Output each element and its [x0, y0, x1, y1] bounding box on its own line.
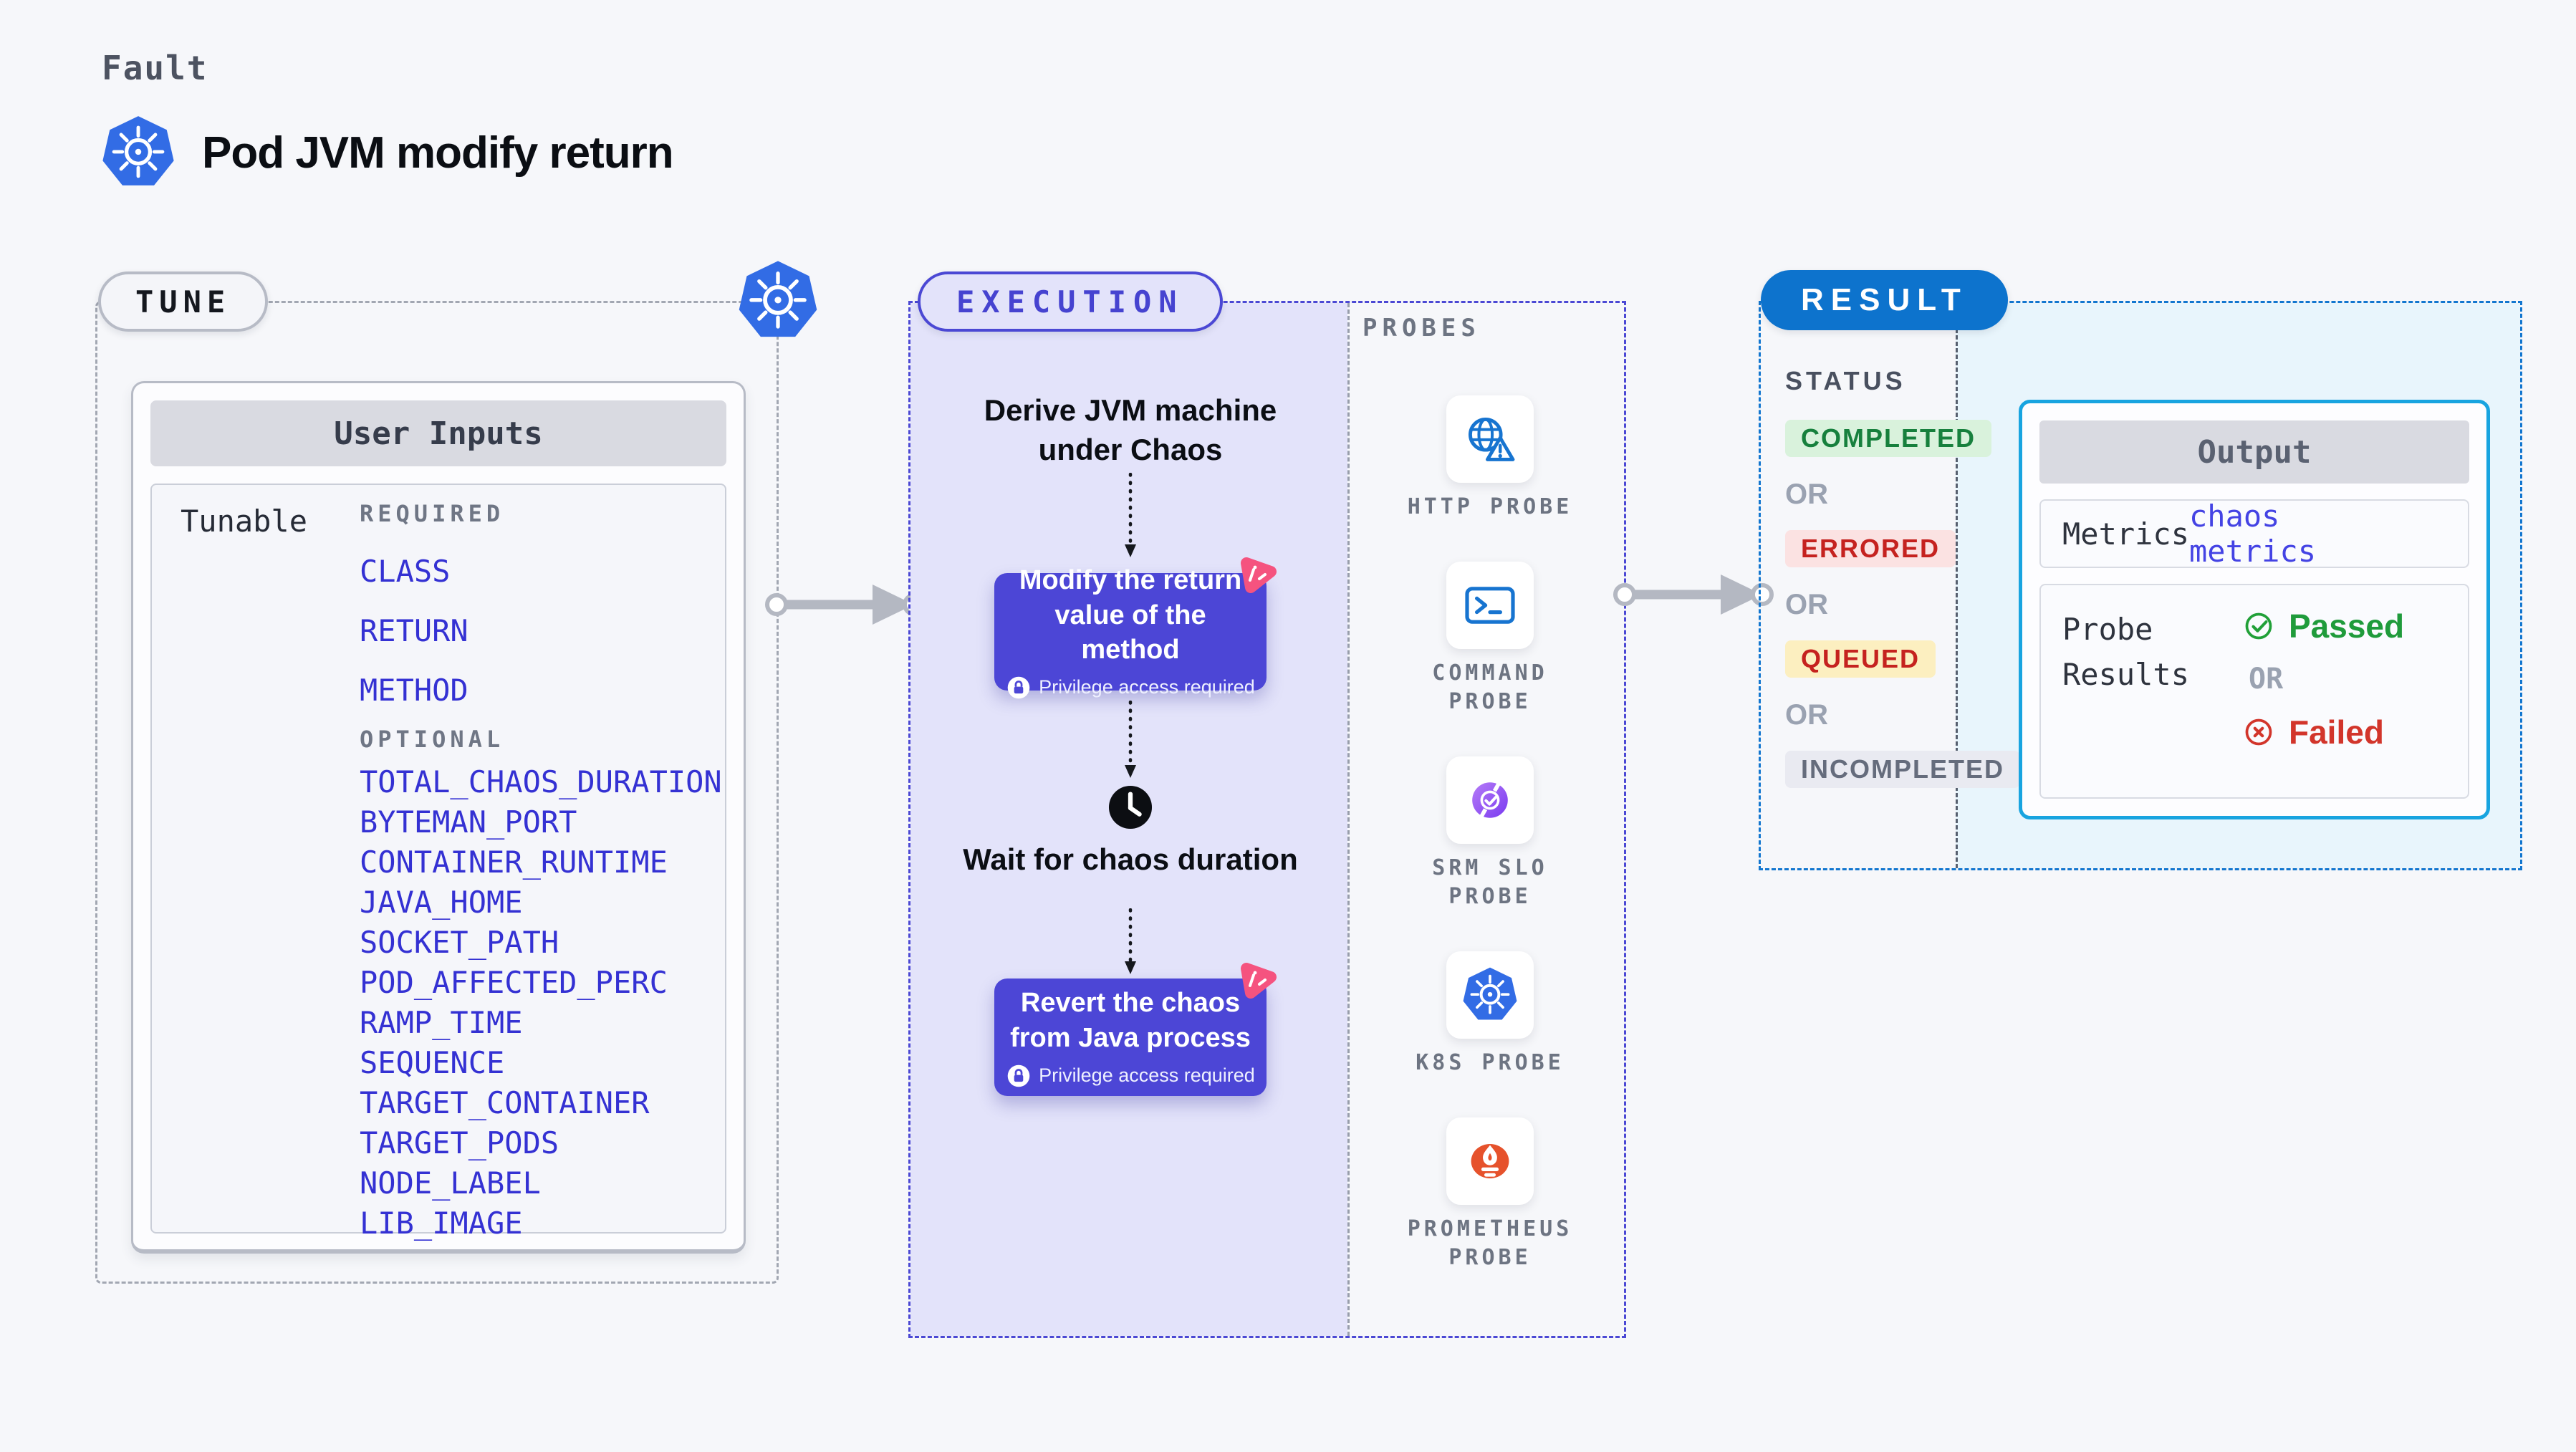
tunable-params-column: REQUIRED CLASS RETURN METHOD OPTIONAL TO…	[360, 485, 732, 1239]
kubernetes-icon	[1461, 966, 1519, 1024]
tunable-param[interactable]: METHOD	[360, 673, 468, 708]
or-label: OR	[2249, 663, 2284, 696]
tunable-param[interactable]: JAVA_HOME	[360, 885, 523, 920]
privilege-note: Privilege access required	[1039, 1064, 1255, 1087]
result-badge: RESULT	[1761, 270, 2008, 330]
optional-label: OPTIONAL	[360, 726, 505, 753]
or-label: OR	[1785, 479, 1828, 510]
probe-card	[1446, 395, 1534, 483]
probe-label: HTTP PROBE	[1407, 494, 1573, 519]
status-badge-queued: QUEUED	[1785, 640, 1936, 678]
x-circle-icon	[2241, 715, 2276, 749]
globe-warning-icon	[1461, 410, 1519, 468]
tunable-param[interactable]: BYTEMAN_PORT	[360, 804, 577, 840]
tunable-param[interactable]: CLASS	[360, 554, 451, 589]
passed-label: Passed	[2289, 607, 2405, 645]
tunable-param[interactable]: SOCKET_PATH	[360, 925, 559, 960]
output-card: Output Metrics chaos metrics Probe Resul…	[2019, 400, 2490, 819]
failed-label: Failed	[2289, 713, 2384, 751]
tunable-param[interactable]: TOTAL_CHAOS_DURATION	[360, 764, 722, 799]
lock-icon	[1006, 1063, 1032, 1089]
tunable-param[interactable]: NODE_LABEL	[360, 1165, 541, 1201]
tune-to-execution-arrow	[759, 579, 926, 630]
probe-card	[1446, 756, 1534, 844]
probe-card	[1446, 1117, 1534, 1205]
status-heading: STATUS	[1785, 366, 1906, 395]
privilege-note: Privilege access required	[1039, 676, 1255, 698]
litmus-chaos-icon	[1238, 960, 1278, 1000]
prometheus-flame-icon	[1461, 1133, 1519, 1190]
check-circle-icon	[2241, 609, 2276, 643]
probe-card	[1446, 951, 1534, 1039]
slo-donut-check-icon	[1461, 771, 1519, 829]
metrics-row: Metrics chaos metrics	[2039, 499, 2469, 569]
lock-icon	[1006, 675, 1032, 701]
status-badge-errored: ERRORED	[1785, 530, 1956, 567]
tune-badge: TUNE	[98, 271, 269, 332]
output-title: Output	[2039, 420, 2469, 484]
fault-category-label: Fault	[102, 49, 208, 87]
user-inputs-panel: Tunable REQUIRED CLASS RETURN METHOD OPT…	[150, 484, 726, 1239]
probe-label: COMMAND PROBE	[1432, 660, 1548, 714]
probe-label: K8S PROBE	[1416, 1050, 1565, 1075]
probe-label: PROMETHEUS PROBE	[1407, 1216, 1573, 1270]
flow-arrow-down	[1125, 473, 1136, 557]
tunable-param[interactable]: RETURN	[360, 613, 468, 648]
probe-results-label: Probe Results	[2062, 612, 2190, 692]
flow-arrow-down	[1125, 701, 1136, 778]
metrics-label: Metrics	[2062, 516, 2190, 552]
clock-icon	[1108, 785, 1153, 830]
page-header: Pod JVM modify return	[100, 115, 674, 191]
revert-chaos-step: Revert the chaos from Java process Privi…	[994, 979, 1267, 1096]
metrics-value-link[interactable]: chaos metrics	[2189, 499, 2317, 569]
modify-return-step: Modify the return value of the method Pr…	[994, 565, 1267, 691]
flow-arrow-down	[1125, 908, 1136, 974]
passed-outcome: Passed	[2241, 607, 2404, 645]
probe-item: COMMAND PROBE	[1393, 562, 1587, 716]
status-column: STATUS COMPLETED OR ERRORED OR QUEUED OR…	[1785, 366, 2021, 788]
tunable-param[interactable]: RAMP_TIME	[360, 1005, 523, 1040]
derive-step-label: Derive JVM machine under Chaos	[984, 393, 1277, 467]
kubernetes-icon	[100, 115, 176, 191]
page-title: Pod JVM modify return	[202, 128, 674, 178]
probe-item: PROMETHEUS PROBE	[1393, 1117, 1587, 1272]
tunable-param[interactable]: TARGET_CONTAINER	[360, 1085, 650, 1120]
tunable-param[interactable]: SEQUENCE	[360, 1045, 505, 1080]
terminal-icon	[1461, 577, 1519, 634]
probe-label: SRM SLO PROBE	[1432, 855, 1548, 909]
probe-item: HTTP PROBE	[1408, 395, 1573, 521]
tunable-label: Tunable	[181, 504, 308, 539]
probe-item: SRM SLO PROBE	[1393, 756, 1587, 911]
required-label: REQUIRED	[360, 500, 505, 527]
tunable-param[interactable]: LIB_IMAGE	[360, 1206, 523, 1241]
tunable-param[interactable]: POD_AFFECTED_PERC	[360, 965, 668, 1000]
kubernetes-icon	[736, 259, 820, 342]
or-label: OR	[1785, 589, 1828, 620]
probes-heading: PROBES	[1363, 314, 1481, 342]
tunable-param[interactable]: CONTAINER_RUNTIME	[360, 845, 668, 880]
litmus-chaos-icon	[1238, 554, 1278, 595]
probe-card	[1446, 562, 1534, 649]
or-label: OR	[1785, 699, 1828, 731]
failed-outcome: Failed	[2241, 713, 2404, 751]
tunable-param[interactable]: TARGET_PODS	[360, 1125, 559, 1160]
status-badge-incompleted: INCOMPLETED	[1785, 751, 2021, 788]
status-badge-completed: COMPLETED	[1785, 420, 1992, 457]
execution-badge: EXECUTION	[918, 271, 1223, 332]
wait-step-label: Wait for chaos duration	[963, 842, 1298, 876]
probes-divider	[1347, 303, 1350, 1336]
tune-section-outline	[95, 301, 779, 1284]
privilege-chip: Privilege access required	[1006, 675, 1255, 701]
probe-list: HTTP PROBE COMMAND PROBE SRM SLO PROBE K…	[1355, 395, 1625, 1272]
privilege-chip: Privilege access required	[1006, 1063, 1255, 1089]
user-inputs-card: User Inputs Tunable REQUIRED CLASS RETUR…	[131, 381, 746, 1254]
step-title: Revert the chaos from Java process	[1010, 988, 1251, 1053]
probe-outcomes: Passed OR Failed	[2241, 607, 2404, 776]
probe-item: K8S PROBE	[1416, 951, 1565, 1077]
step-title: Modify the return value of the method	[1019, 565, 1242, 665]
probe-results-row: Probe Results Passed OR Failed	[2039, 584, 2469, 799]
user-inputs-title: User Inputs	[150, 400, 726, 466]
execution-to-result-arrow	[1607, 569, 1774, 620]
